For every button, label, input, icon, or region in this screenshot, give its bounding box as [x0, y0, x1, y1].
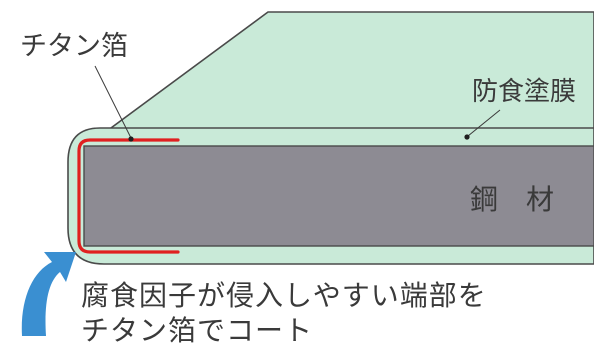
caption-line-1: 腐食因子が侵入しやすい端部を [81, 279, 487, 312]
coating-label: 防食塗膜 [472, 77, 576, 107]
titanium-foil-leader-dot [128, 136, 134, 142]
titanium-foil-leader [94, 65, 132, 139]
titanium-foil-label: チタン箔 [20, 31, 128, 62]
caption-line-2: チタン箔でコート [81, 314, 314, 347]
curved-arrow-icon [21, 252, 76, 336]
titanium-foil [77, 138, 180, 254]
steel-plate [83, 145, 594, 247]
steel-label: 鋼 材 [470, 183, 554, 216]
coating-leader [467, 109, 501, 137]
coating-leader-dot [464, 134, 470, 140]
